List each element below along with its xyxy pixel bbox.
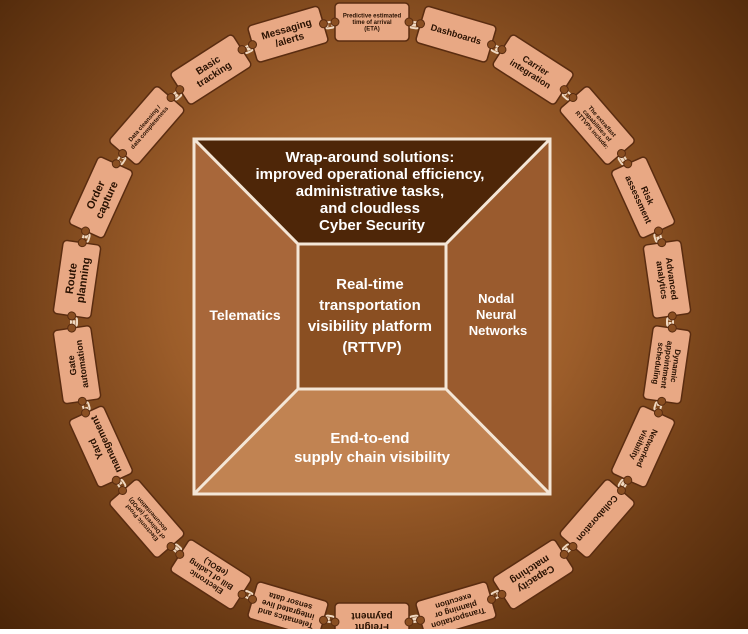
- capability-card: Dashboards: [415, 5, 497, 63]
- card-notch: [416, 615, 426, 625]
- capability-card: Collaboration: [559, 478, 635, 559]
- middle-panel: [298, 244, 446, 389]
- card-notch: [623, 159, 633, 169]
- card-notch: [81, 226, 91, 236]
- card-notch: [318, 19, 328, 29]
- capability-card: Routeplanning: [52, 238, 102, 321]
- capability-card: Ordercapture: [68, 156, 133, 239]
- left-panel: [194, 139, 298, 494]
- card-notch: [118, 148, 128, 158]
- card-label: Freightpayment: [351, 610, 393, 629]
- card-notch: [248, 594, 258, 604]
- card-notch: [667, 311, 677, 321]
- capability-card: Gateautomation: [52, 323, 102, 406]
- capability-card: Networkedvisibility: [611, 405, 676, 488]
- card-notch: [166, 541, 176, 551]
- card-notch: [559, 85, 569, 95]
- card-notch: [175, 85, 185, 95]
- telematics-label: Telematics: [209, 307, 281, 323]
- card-notch: [653, 226, 663, 236]
- card-notch: [623, 475, 633, 485]
- capability-card: Messaging/alerts: [247, 5, 329, 63]
- bottom-panel: [194, 389, 550, 494]
- rttvp-label: Real-time transportation visibility plat…: [308, 276, 436, 356]
- card-notch: [616, 148, 626, 158]
- card-notch: [568, 541, 578, 551]
- capability-card: Advancedanalytics: [642, 238, 692, 321]
- card-notch: [77, 238, 87, 248]
- capability-card: Freightpayment: [330, 602, 414, 634]
- card-notch: [330, 617, 340, 627]
- capability-card: The extra/fastcapabilities ofRTTVPs incl…: [559, 85, 635, 166]
- card-notch: [657, 396, 667, 406]
- card-notch: [404, 617, 414, 627]
- card-notch: [318, 615, 328, 625]
- card-notch: [653, 408, 663, 418]
- card-notch: [166, 93, 176, 103]
- card-notch: [237, 589, 247, 599]
- card-notch: [416, 19, 426, 29]
- capability-card: Telematics andintegrated livesensor data: [247, 581, 329, 634]
- card-notch: [657, 238, 667, 248]
- top-panel: [194, 139, 550, 244]
- end-to-end-label: End-to-end supply chain visibility: [294, 430, 451, 466]
- card-notch: [667, 323, 677, 333]
- capability-card: Dynamicappointmentscheduling: [642, 323, 692, 406]
- capability-card: Carrierintegration: [492, 34, 574, 105]
- wrap-around-title: Wrap-around solutions: improved operatio…: [255, 149, 488, 234]
- capability-card: Electronic Proofof Delivery (ePOD)docume…: [109, 478, 185, 559]
- card-notch: [497, 45, 507, 55]
- card-notch: [559, 549, 569, 559]
- center-box: Wrap-around solutions: improved operatio…: [192, 137, 552, 496]
- card-notch: [497, 589, 507, 599]
- capability-card: Yardmanagement: [68, 405, 133, 488]
- card-notch: [486, 40, 496, 50]
- capability-card: ElectronicBill of Lading(eBOL): [170, 539, 252, 610]
- card-notch: [81, 408, 91, 418]
- card-notch: [77, 396, 87, 406]
- card-notch: [67, 323, 77, 333]
- card-notch: [175, 549, 185, 559]
- card-notch: [616, 486, 626, 496]
- card-notch: [111, 475, 121, 485]
- card-notch: [111, 159, 121, 169]
- card-notch: [404, 17, 414, 27]
- capability-card: Riskassessment: [611, 156, 676, 239]
- capability-card: Data cleansing /data completeness: [109, 85, 185, 166]
- center-frame: [192, 137, 552, 496]
- capability-card: Transportationplanning orexecution: [415, 581, 497, 634]
- nodal-neural-networks-label: Nodal Neural Networks: [469, 291, 528, 338]
- card-notch: [67, 311, 77, 321]
- right-panel: [446, 139, 550, 494]
- card-notch: [237, 45, 247, 55]
- card-notch: [248, 40, 258, 50]
- card-notch: [330, 17, 340, 27]
- card-notch: [118, 486, 128, 496]
- card-notch: [568, 93, 578, 103]
- card-notch: [486, 594, 496, 604]
